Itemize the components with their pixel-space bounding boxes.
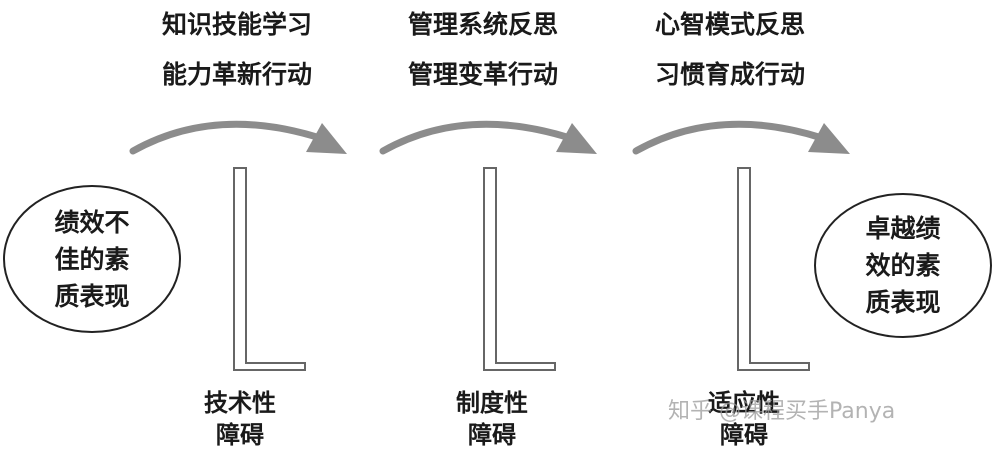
start-state-line-1: 绩效不 xyxy=(54,207,130,237)
arrow-3 xyxy=(632,120,850,155)
stage-3-line-2: 习惯育成行动 xyxy=(655,60,806,89)
arrow-1 xyxy=(129,120,347,155)
barrier-3-line-1: 适应性 xyxy=(708,389,780,417)
barrier-label-2: 制度性 障碍 xyxy=(432,387,552,451)
watermark: 知乎 @课程买手Panya xyxy=(668,399,896,424)
barrier-label-1: 技术性 障碍 xyxy=(180,387,300,451)
stage-1-line-1: 知识技能学习 xyxy=(162,10,313,39)
barrier-1-line-1: 技术性 xyxy=(204,389,276,417)
barrier-label-3: 适应性 障碍 xyxy=(684,387,804,451)
arrow-2 xyxy=(379,120,597,155)
stage-3-line-1: 心智模式反思 xyxy=(655,10,806,39)
barrier-3-line-2: 障碍 xyxy=(720,421,768,449)
start-state-line-2: 佳的素 xyxy=(54,244,130,274)
end-state-ellipse: 卓越绩 效的素 质表现 xyxy=(814,193,992,338)
end-state-line-3: 质表现 xyxy=(865,288,941,317)
end-state-line-2: 效的素 xyxy=(865,251,941,280)
start-state-text: 绩效不 佳的素 质表现 xyxy=(54,204,129,315)
start-state-line-3: 质表现 xyxy=(54,281,130,311)
barrier-post-2 xyxy=(483,167,556,371)
barrier-post-1 xyxy=(233,167,306,371)
start-state-ellipse: 绩效不 佳的素 质表现 xyxy=(3,185,181,333)
end-state-line-1: 卓越绩 xyxy=(865,214,941,243)
barrier-2-line-2: 障碍 xyxy=(468,421,516,449)
stage-2-line-1: 管理系统反思 xyxy=(408,10,559,39)
barrier-post-3 xyxy=(737,167,810,371)
stage-2-line-2: 管理变革行动 xyxy=(408,60,559,89)
barrier-1-line-2: 障碍 xyxy=(216,421,264,449)
stage-1-line-2: 能力革新行动 xyxy=(162,60,313,89)
end-state-text: 卓越绩 效的素 质表现 xyxy=(865,210,940,321)
barrier-2-line-1: 制度性 xyxy=(456,389,528,417)
